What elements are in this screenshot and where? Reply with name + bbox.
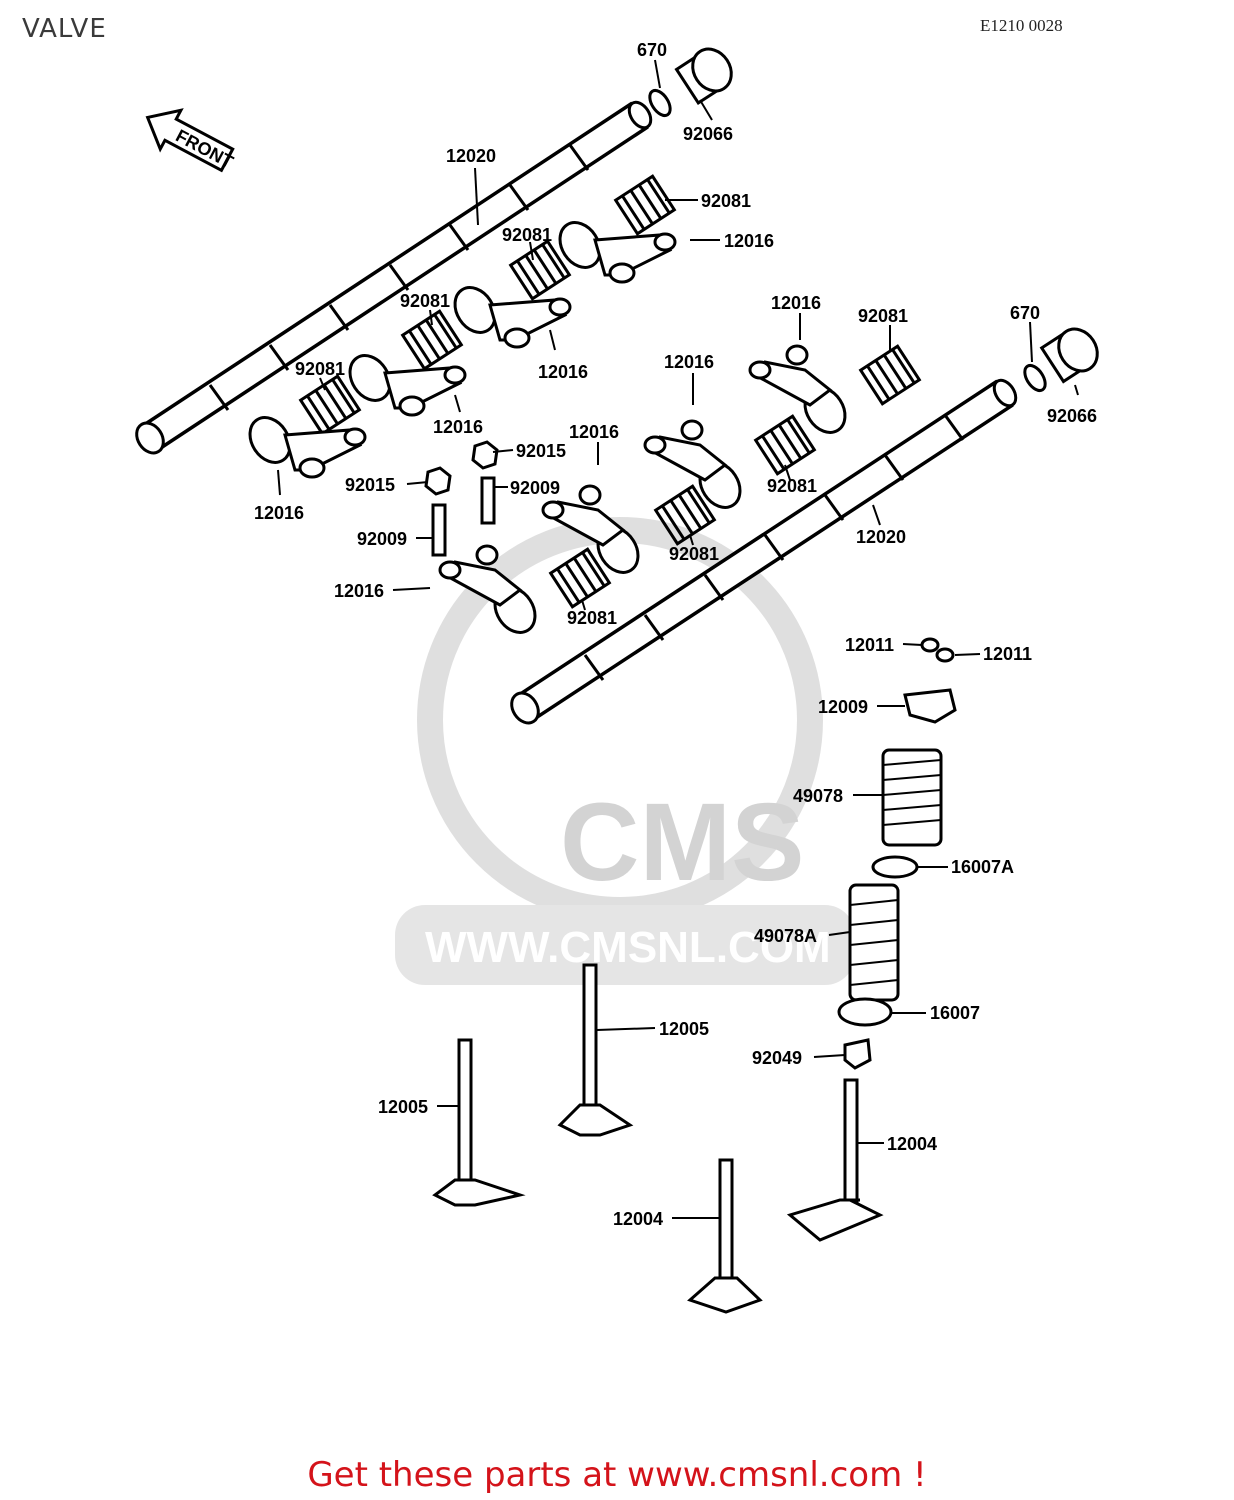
callout-label: 12011 [983, 644, 1032, 664]
callout-label: 12016 [538, 362, 588, 382]
callout-label: 92009 [510, 478, 560, 498]
callout-label: 12011 [845, 635, 894, 655]
watermark-logo: CMS [560, 781, 804, 904]
callout-label: 12009 [818, 697, 868, 717]
footer-cta[interactable]: Get these parts at www.cmsnl.com ! [307, 1455, 927, 1495]
callout-label: 12016 [433, 417, 483, 437]
callout-label: 12020 [446, 146, 496, 166]
camshaft-upper [135, 100, 653, 455]
valve-assembly [432, 637, 957, 1314]
callout-label: 12016 [664, 352, 714, 372]
watermark-banner [395, 905, 855, 985]
callout-label: 92081 [502, 225, 552, 245]
watermark: CMS WWW.CMSNL.COM [395, 517, 855, 985]
watermark-url: WWW.CMSNL.COM [425, 923, 831, 972]
callout-label: 92081 [858, 306, 908, 326]
callout-label: 92081 [400, 291, 450, 311]
rocker-arms [248, 221, 847, 634]
callout-label: 92081 [701, 191, 751, 211]
callout-label: 12016 [569, 422, 619, 442]
callout-label: 49078 [793, 786, 843, 806]
callout-label: 12005 [378, 1097, 428, 1117]
callout-label: 92081 [567, 608, 617, 628]
callout-label: 12016 [334, 581, 384, 601]
callouts: 670 92066 12020 92081 12016 92081 92081 … [254, 40, 1097, 1229]
end-plug-lower [1023, 327, 1099, 393]
callout-label: 49078A [754, 926, 817, 946]
callout-label: 12004 [887, 1134, 937, 1154]
callout-label: 92049 [752, 1048, 802, 1068]
callout-label: 92081 [669, 544, 719, 564]
callout-label: 16007A [951, 857, 1014, 877]
callout-label: 12004 [613, 1209, 663, 1229]
leader-lines [277, 59, 1079, 1219]
camshaft-lower [510, 378, 1018, 725]
callout-label: 92066 [683, 124, 733, 144]
diagram-code: E1210 0028 [980, 16, 1063, 35]
rocker-springs [298, 174, 922, 609]
callout-label: 92009 [357, 529, 407, 549]
front-arrow-shape [145, 108, 235, 173]
callout-label: 670 [637, 40, 667, 60]
callout-label: 12016 [254, 503, 304, 523]
callout-label: 92081 [767, 476, 817, 496]
end-plug-upper [648, 47, 733, 118]
adjusters [424, 440, 499, 557]
callout-label: 12016 [724, 231, 774, 251]
callout-label: 670 [1010, 303, 1040, 323]
callout-label: 92066 [1047, 406, 1097, 426]
callout-label: 92015 [516, 441, 566, 461]
page-title: VALVE [22, 14, 107, 44]
callout-label: 12020 [856, 527, 906, 547]
front-arrow: FRONT [145, 108, 237, 173]
callout-label: 92081 [295, 359, 345, 379]
callout-label: 12005 [659, 1019, 709, 1039]
callout-label: 12016 [771, 293, 821, 313]
callout-label: 92015 [345, 475, 395, 495]
callout-label: 16007 [930, 1003, 980, 1023]
